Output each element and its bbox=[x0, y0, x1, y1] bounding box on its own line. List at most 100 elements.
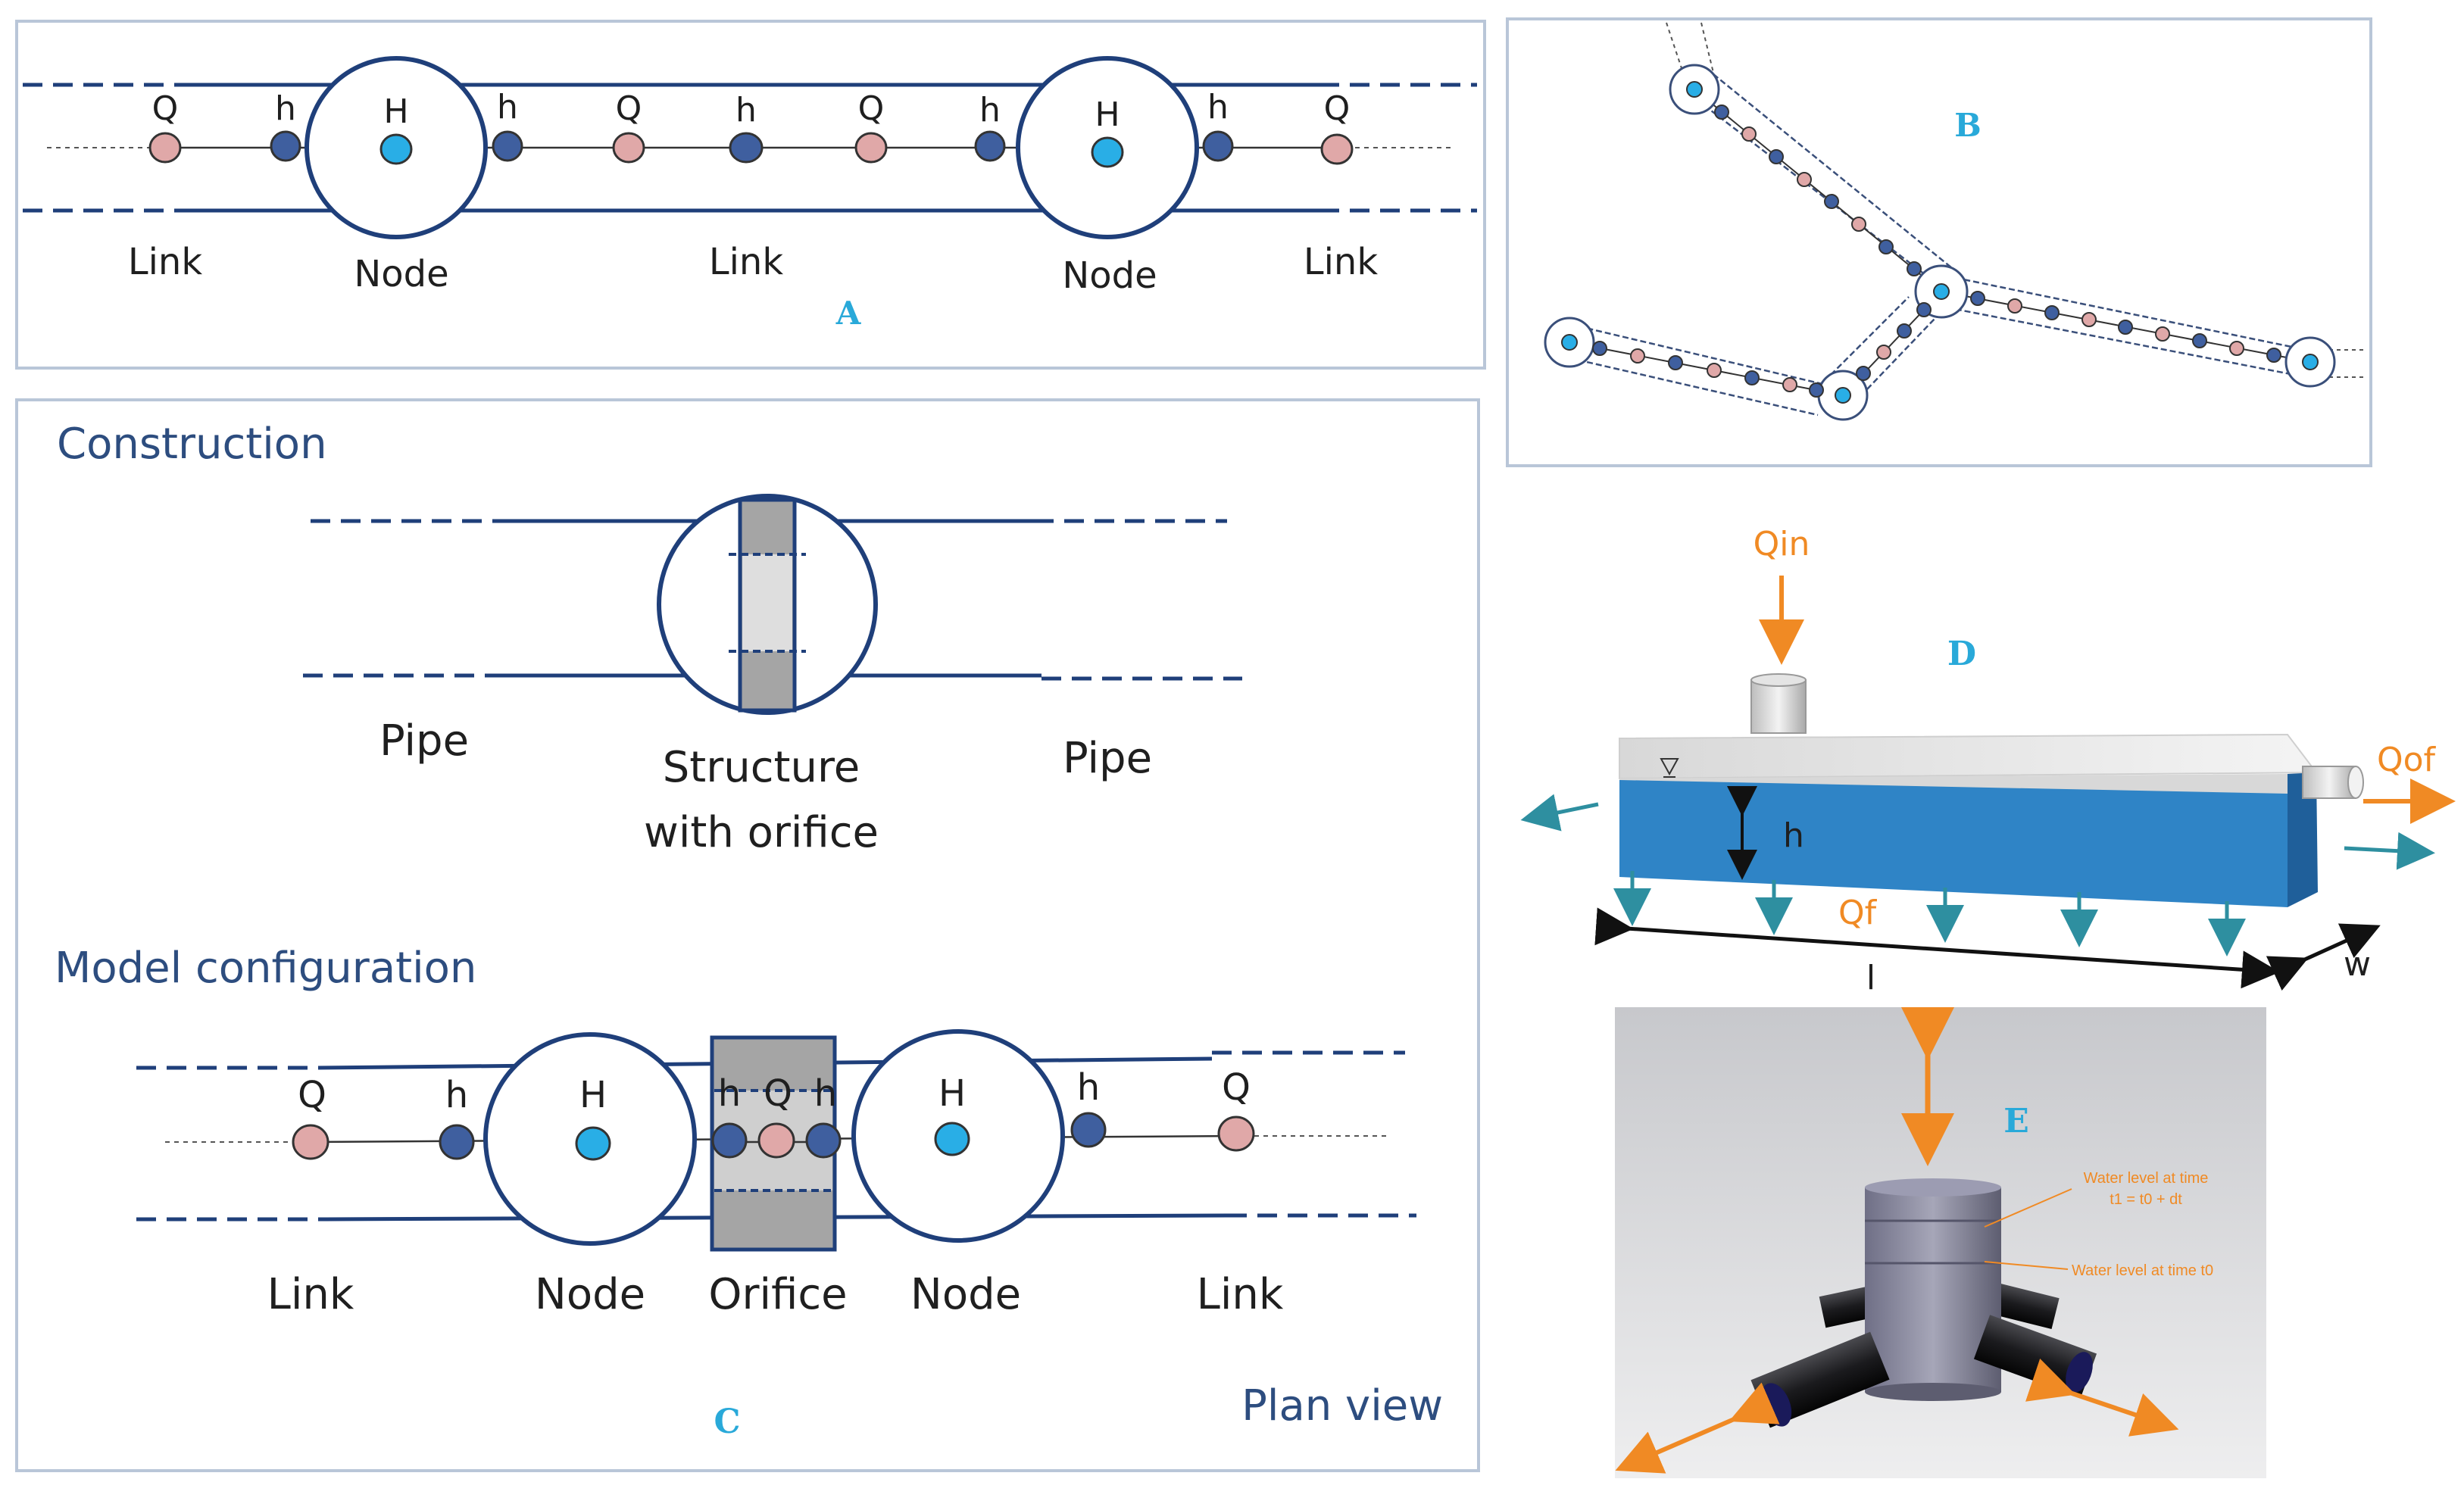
q-point bbox=[148, 132, 182, 164]
panel-b: B bbox=[1506, 17, 2372, 467]
label-water-level-t1-line2: t1 = t0 + dt bbox=[2110, 1191, 2182, 1208]
label-with-orifice: with orifice bbox=[644, 808, 879, 857]
outlet-pipe-end bbox=[2347, 766, 2364, 799]
symbol-q: Q bbox=[858, 89, 885, 128]
symbol-h: h bbox=[979, 91, 1001, 129]
model-config-heading: Model configuration bbox=[55, 944, 476, 993]
symbol-q: Q bbox=[616, 89, 642, 128]
panel-letter-b: B bbox=[1954, 107, 1982, 144]
callout-line bbox=[1984, 1261, 2069, 1270]
computation-points bbox=[148, 130, 1354, 168]
lateral-flow-arrow bbox=[1520, 794, 1599, 832]
label-node: Node bbox=[1062, 254, 1157, 297]
symbol-node-h: H bbox=[579, 1074, 607, 1116]
label-link: Link bbox=[1304, 241, 1379, 283]
label-node: Node bbox=[535, 1270, 645, 1319]
symbol-h: h bbox=[1207, 88, 1229, 126]
plan-view-label: Plan view bbox=[1241, 1381, 1443, 1431]
symbol-q: Q bbox=[1222, 1066, 1251, 1109]
symbol-h: h bbox=[275, 89, 296, 128]
label-water-level-t0: Water level at time t0 bbox=[2072, 1262, 2213, 1279]
label-pipe-right: Pipe bbox=[1063, 734, 1152, 783]
h-point bbox=[1202, 130, 1234, 162]
symbol-h: h bbox=[497, 88, 518, 126]
water-front-face bbox=[1619, 780, 2288, 907]
node-h-point bbox=[575, 1126, 611, 1161]
symbol-q: Q bbox=[764, 1072, 792, 1115]
channel-top-face bbox=[1619, 733, 2319, 780]
label-qin: Qin bbox=[1754, 525, 1810, 563]
symbol-node-h: H bbox=[383, 92, 408, 131]
manhole-bottom bbox=[1865, 1383, 2001, 1401]
label-qf: Qf bbox=[1838, 894, 1878, 932]
panel-d: Qin Qof h Qf l w D bbox=[1520, 525, 2456, 997]
label-structure: Structure bbox=[663, 743, 860, 792]
label-h: h bbox=[1783, 816, 1804, 855]
q-point bbox=[612, 132, 645, 164]
symbol-node-h: H bbox=[1095, 95, 1120, 134]
label-l: l bbox=[1866, 959, 1875, 997]
h-point bbox=[270, 130, 301, 162]
label-node: Node bbox=[354, 253, 448, 295]
label-link: Link bbox=[1197, 1270, 1284, 1319]
h-point bbox=[1070, 1112, 1107, 1148]
model-computation-points bbox=[292, 1112, 1255, 1161]
symbol-h: h bbox=[814, 1072, 837, 1115]
q-point bbox=[757, 1122, 795, 1159]
panel-b-frame bbox=[1506, 17, 2372, 467]
label-link: Link bbox=[267, 1270, 354, 1319]
label-orifice: Orifice bbox=[708, 1270, 847, 1319]
symbol-q: Q bbox=[298, 1074, 326, 1116]
q-point bbox=[1217, 1116, 1255, 1152]
label-link: Link bbox=[128, 241, 203, 283]
symbol-node-h: H bbox=[938, 1072, 966, 1115]
h-point bbox=[711, 1122, 748, 1159]
h-point bbox=[439, 1124, 475, 1160]
length-arrow bbox=[1594, 907, 2280, 989]
network-node-points bbox=[1561, 81, 2319, 404]
manhole-top bbox=[1865, 1178, 2001, 1197]
inlet-cylinder-top bbox=[1750, 673, 1807, 687]
panel-letter-e: E bbox=[2003, 1102, 2029, 1140]
label-pipe-left: Pipe bbox=[379, 716, 469, 766]
node-h-point bbox=[1091, 136, 1124, 168]
callout-line bbox=[1984, 1188, 2072, 1228]
q-point bbox=[292, 1124, 329, 1160]
symbol-h: h bbox=[735, 91, 757, 129]
water-level-icon bbox=[1660, 758, 1679, 776]
symbol-q: Q bbox=[1324, 89, 1351, 128]
pipe-exchange-arrow bbox=[2025, 1358, 2179, 1437]
panel-c: Construction Pipe Structure with orifice… bbox=[15, 398, 1480, 1472]
h-point bbox=[805, 1122, 842, 1159]
channel-side-face bbox=[2288, 772, 2318, 907]
label-node: Node bbox=[910, 1270, 1021, 1319]
label-water-level-t1-line1: Water level at time bbox=[2084, 1170, 2209, 1187]
panel-letter-c: C bbox=[714, 1403, 740, 1441]
network-stub bbox=[1700, 22, 1714, 73]
lateral-flow-arrow bbox=[2344, 832, 2435, 870]
panel-letter-d: D bbox=[1947, 635, 1976, 673]
panel-a: Q h H h Q h Q h H h Q Link Node Link Nod… bbox=[15, 20, 1486, 370]
node-h-point bbox=[934, 1122, 970, 1156]
h-point bbox=[729, 132, 764, 164]
construction-heading: Construction bbox=[57, 420, 327, 469]
q-point bbox=[854, 132, 888, 164]
h-point bbox=[974, 130, 1006, 162]
label-qof: Qof bbox=[2377, 741, 2437, 779]
label-w: w bbox=[2344, 945, 2371, 984]
panel-letter-a: A bbox=[835, 295, 862, 332]
symbol-h: h bbox=[1077, 1066, 1100, 1109]
outlet-pipe bbox=[2302, 766, 2356, 799]
symbol-q: Q bbox=[152, 89, 179, 128]
node-h-point bbox=[379, 133, 413, 165]
width-arrow bbox=[2266, 923, 2381, 991]
network-link-points bbox=[1592, 105, 2281, 398]
network-stub bbox=[1666, 22, 1684, 73]
symbol-h: h bbox=[445, 1074, 468, 1116]
q-point bbox=[1320, 133, 1354, 165]
symbol-h: h bbox=[718, 1072, 741, 1115]
pipe-exchange-arrow bbox=[1615, 1382, 1780, 1474]
orifice-opening bbox=[742, 554, 792, 651]
panel-a-frame bbox=[15, 20, 1486, 370]
